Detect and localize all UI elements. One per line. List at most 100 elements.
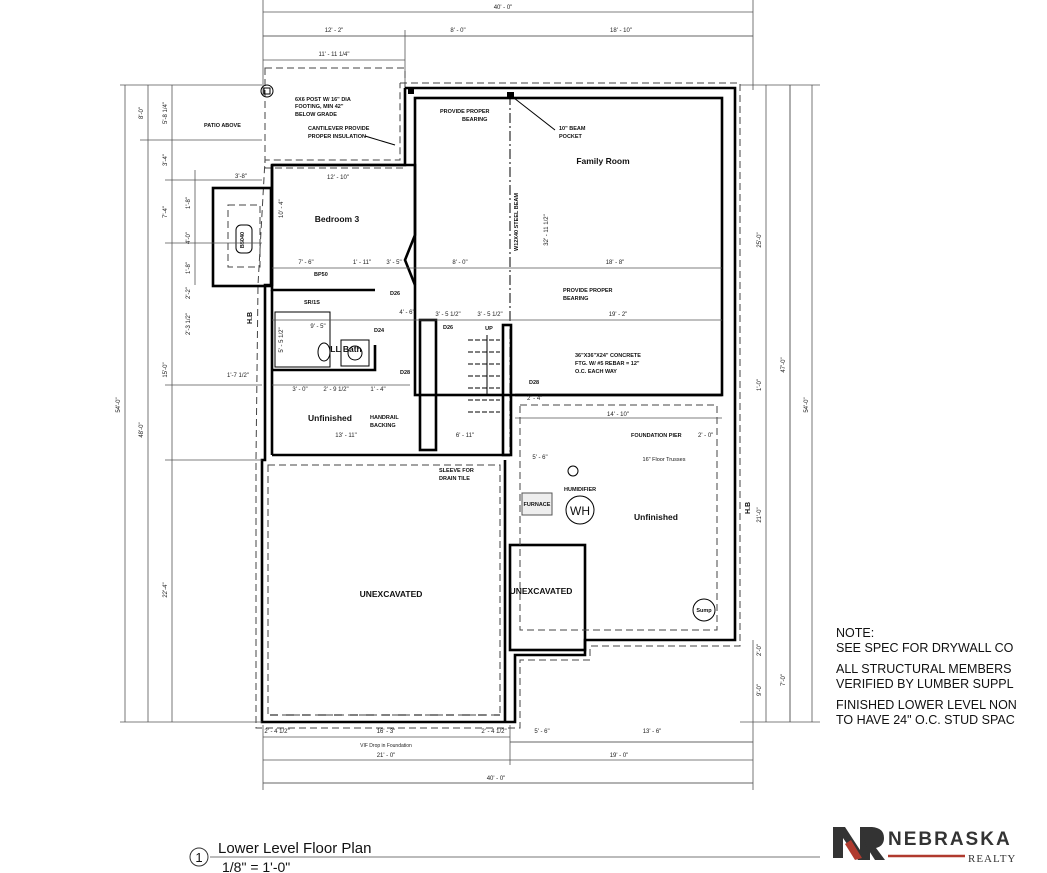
vif-note: VIF Drop in Foundation — [360, 743, 412, 749]
dim: 5' - 6" — [532, 455, 547, 461]
sink-vanity-icon — [340, 339, 370, 367]
dim: 3' - 5 1/2" — [477, 312, 502, 318]
hose-bib-left: H.B — [247, 312, 254, 324]
bearing-note-2b: BEARING — [563, 296, 588, 302]
furnace-label: FURNACE — [524, 502, 551, 508]
bearing-note-1: PROVIDE PROPER — [440, 109, 490, 115]
steel-beam-label: W12X40 STEEL BEAM — [514, 193, 520, 251]
dim: 10' - 4" — [279, 199, 285, 218]
sink-icon — [347, 345, 363, 361]
drawing-title: 1 Lower Level Floor Plan 1/8" = 1'-0" — [189, 840, 820, 873]
door-tag: D26 — [390, 291, 400, 297]
dim: 2' - 4" — [527, 396, 542, 402]
dim: 18' - 8" — [606, 260, 625, 266]
dim: 2' - 9 1/2" — [323, 387, 348, 393]
post-note-3: BELOW GRADE — [295, 112, 337, 118]
dim: 54'-0" — [116, 397, 122, 412]
bp-tag: BP50 — [314, 272, 328, 278]
note-line: FINISHED LOWER LEVEL NON — [836, 698, 1017, 712]
right-dimensions: 25'-0" 1'-0" 21'-0" 2'-0" 9'-0" 47'-0" 7… — [740, 84, 820, 723]
dim: 25'-0" — [757, 232, 763, 247]
dim: 6' - 11" — [456, 433, 474, 439]
sleeve-note-1: SLEEVE FOR — [439, 468, 474, 474]
door-tag: D26 — [443, 325, 453, 331]
toilet-icon — [317, 342, 331, 362]
post-square — [263, 87, 271, 95]
window-tag — [235, 224, 253, 254]
dim: 8'-0" — [139, 107, 145, 119]
handrail-note-2: BACKING — [370, 423, 396, 429]
sleeve-note-2: DRAIN TILE — [439, 476, 470, 482]
stair-up-label: UP — [485, 326, 493, 332]
room-unexcavated-large: UNEXCAVATED — [360, 589, 423, 599]
water-heater-label: WH — [570, 504, 590, 518]
dim: 3'-4" — [163, 154, 169, 166]
door-tag: D28 — [529, 380, 539, 386]
foundation-pier-label: FOUNDATION PIER — [631, 433, 682, 439]
note-heading: NOTE: — [836, 626, 875, 640]
handrail-note-1: HANDRAIL — [370, 415, 399, 421]
dim: 1'-7 1/2" — [227, 373, 249, 379]
cantilever-note-1: CANTILEVER PROVIDE — [308, 126, 370, 132]
window-well — [211, 186, 273, 288]
room-family: Family Room — [576, 156, 630, 166]
dim: 3' - 5" — [386, 260, 401, 266]
footing-note-3: O.C. EACH WAY — [575, 369, 617, 375]
dim: 5' - 5 1/2" — [279, 327, 285, 352]
sump-icon — [692, 598, 716, 622]
dim: 2'-0" — [757, 644, 763, 656]
humidifier-label: HUMIDIFIER — [564, 487, 596, 493]
dim-top-overall: 40' - 0" — [494, 5, 513, 11]
dim: 2' - 0" — [698, 433, 713, 439]
dim: 7'-0" — [781, 674, 787, 686]
note-line: VERIFIED BY LUMBER SUPPL — [836, 677, 1014, 691]
dim: 1'-0" — [757, 379, 763, 391]
dim: 54'-0" — [804, 397, 810, 412]
dim: 3' - 0" — [292, 387, 307, 393]
dim: 48'-0" — [139, 422, 145, 437]
water-heater-icon — [565, 495, 595, 525]
room-ll-bath: LL Bath — [330, 344, 361, 354]
drawing-name: Lower Level Floor Plan — [218, 840, 371, 857]
floor-trusses-label: 16" Floor Trusses — [643, 457, 686, 463]
logo-name: NEBRASKA — [888, 829, 1012, 850]
note-line: SEE SPEC FOR DRYWALL CO — [836, 641, 1014, 655]
shelf-label: SR/1S — [304, 300, 320, 306]
dim: 3'-8" — [235, 174, 247, 180]
dim: 14' - 10" — [607, 412, 629, 418]
dim: 1'-8" — [186, 197, 192, 209]
furnace-box — [521, 492, 553, 516]
humidifier-icon — [567, 465, 579, 477]
post-note-1: 6X6 POST W/ 16" DIA — [295, 97, 351, 103]
drawing-number: 1 — [195, 850, 202, 865]
corner-post — [408, 88, 414, 94]
post-icon — [260, 84, 274, 98]
beam-pocket-icon — [507, 92, 514, 98]
nebraska-realty-logo: NEBRASKA REALTY — [833, 827, 1015, 865]
annotations: 6X6 POST W/ 16" DIA FOOTING, MIN 42" BEL… — [204, 97, 752, 614]
dim: 21' - 0" — [377, 753, 396, 759]
dim: 5' - 6" — [534, 729, 549, 735]
post-note-2: FOOTING, MIN 42" — [295, 104, 344, 110]
note-line: TO HAVE 24" O.C. STUD SPAC — [836, 713, 1015, 727]
dim-top-seg2: 8' - 0" — [450, 28, 465, 34]
dim: 7'-4" — [163, 206, 169, 218]
bearing-note-1b: BEARING — [462, 117, 487, 123]
stairs — [468, 335, 500, 413]
dim: 40' - 0" — [487, 776, 506, 782]
dim: 2' - 4 1/2" — [481, 729, 506, 735]
dim: 5'-8 1/4" — [163, 102, 169, 124]
note-line: ALL STRUCTURAL MEMBERS — [836, 662, 1012, 676]
dim: 22'-4" — [163, 582, 169, 597]
dim: 32' - 11 1/2" — [544, 214, 550, 246]
window-tag-label: B5040 — [240, 232, 246, 248]
patio-outline — [264, 67, 406, 169]
dim: 12' - 10" — [327, 175, 349, 181]
drawing-scale: 1/8" = 1'-0" — [222, 859, 290, 873]
door-tag: D24 — [374, 328, 385, 334]
dim-top-seg3: 18' - 10" — [610, 28, 632, 34]
dim: 8' - 0" — [452, 260, 467, 266]
dim: 7' - 6" — [298, 260, 313, 266]
room-unfinished-left: Unfinished — [308, 413, 352, 423]
